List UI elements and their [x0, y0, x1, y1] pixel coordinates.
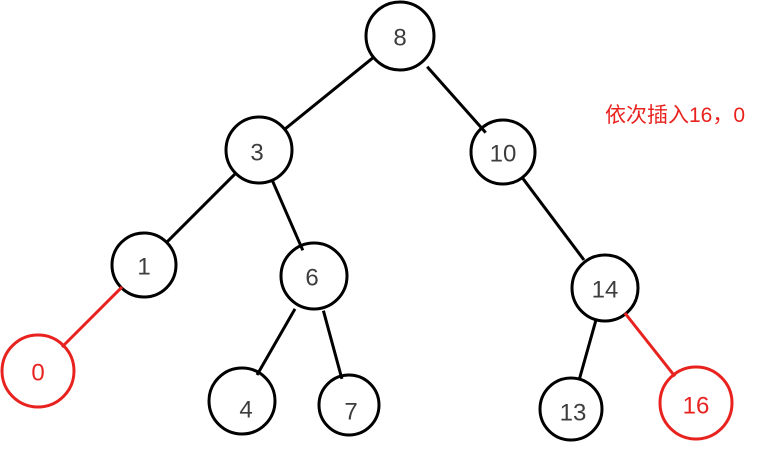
node-label-8: 8 — [393, 25, 406, 52]
tree-nodes-layer — [0, 0, 734, 442]
tree-node-16 — [658, 365, 734, 441]
tree-node-3 — [224, 115, 294, 185]
insert-annotation-text: 依次插入16，0 — [605, 104, 745, 127]
node-label-10: 10 — [490, 141, 517, 168]
node-label-0: 0 — [31, 360, 44, 387]
tree-edge-8-3 — [282, 55, 376, 132]
tree-edge-10-14 — [520, 175, 586, 261]
tree-edge-14-16 — [623, 312, 677, 378]
tree-node-13 — [538, 376, 604, 442]
node-label-6: 6 — [305, 265, 318, 292]
tree-edge-6-7 — [321, 310, 344, 380]
tree-node-6 — [279, 241, 349, 311]
node-label-13: 13 — [560, 400, 587, 427]
tree-node-14 — [570, 253, 640, 323]
tree-node-8 — [364, 0, 436, 72]
tree-edge-8-10 — [426, 65, 487, 134]
node-label-1: 1 — [137, 254, 150, 281]
tree-node-1 — [110, 231, 178, 299]
tree-edge-6-4 — [255, 308, 297, 376]
node-label-16: 16 — [683, 393, 710, 420]
tree-node-7 — [317, 373, 381, 437]
tree-edge-1-0 — [60, 285, 124, 349]
tree-node-0 — [0, 333, 76, 409]
tree-edges-layer — [60, 55, 677, 381]
node-label-7: 7 — [344, 399, 357, 426]
tree-node-4 — [207, 366, 277, 436]
node-label-4: 4 — [239, 397, 252, 424]
node-label-3: 3 — [250, 140, 263, 167]
node-label-14: 14 — [592, 277, 619, 304]
tree-edge-3-1 — [164, 171, 238, 245]
tree-edge-3-6 — [270, 178, 305, 251]
tree-edge-14-13 — [577, 318, 598, 381]
tree-node-10 — [469, 118, 537, 186]
